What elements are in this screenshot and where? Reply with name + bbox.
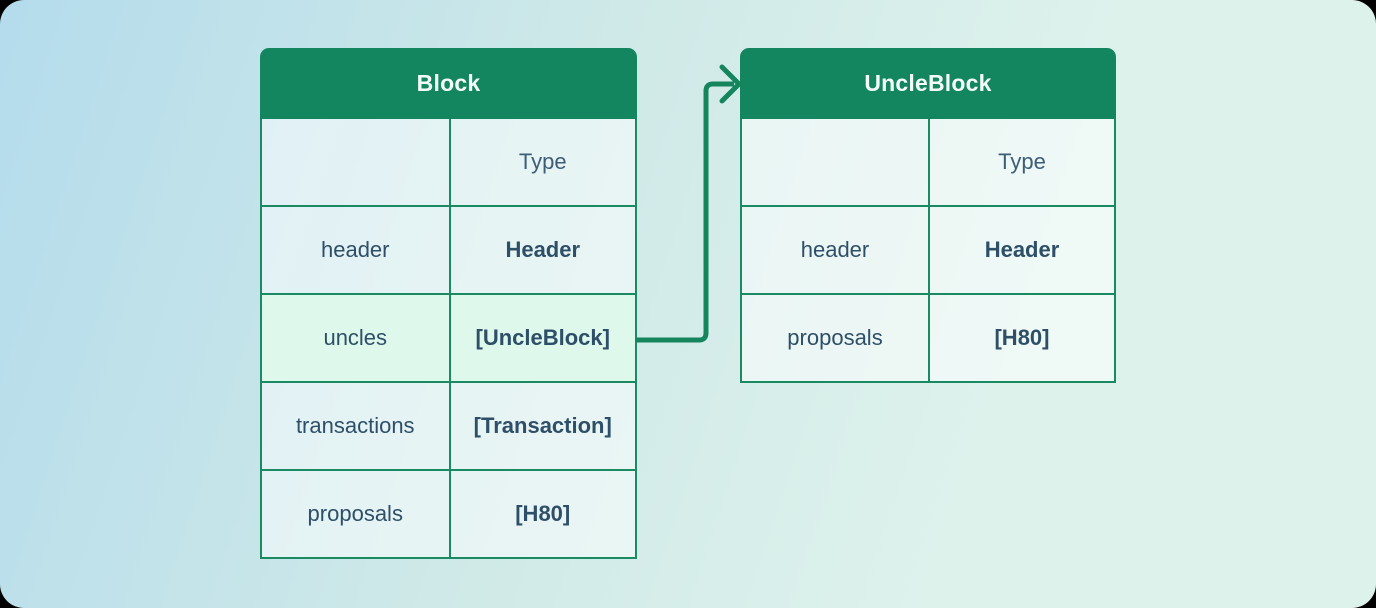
- field-name-cell: proposals: [742, 295, 928, 381]
- type-column-header-cell: Type: [928, 119, 1114, 205]
- table-row-header-field: header Header: [742, 205, 1114, 293]
- name-column-header-cell: [262, 119, 449, 205]
- table-uncleblock-title: UncleBlock: [740, 48, 1116, 119]
- field-type-cell: Header: [448, 207, 635, 293]
- field-name-cell: proposals: [262, 471, 449, 557]
- table-block: Block Type header Header uncles [UncleBl…: [260, 48, 637, 559]
- table-row-header-field: header Header: [262, 205, 635, 293]
- field-type-cell: [UncleBlock]: [448, 295, 635, 381]
- table-uncleblock-body: Type header Header proposals [H80]: [740, 119, 1116, 383]
- table-row-proposals-field: proposals [H80]: [262, 469, 635, 557]
- table-row-transactions-field: transactions [Transaction]: [262, 381, 635, 469]
- field-name-cell: uncles: [262, 295, 449, 381]
- name-column-header-cell: [742, 119, 928, 205]
- field-type-cell: [H80]: [448, 471, 635, 557]
- field-type-cell: Header: [928, 207, 1114, 293]
- field-type-cell: [Transaction]: [448, 383, 635, 469]
- field-name-cell: transactions: [262, 383, 449, 469]
- table-uncleblock: UncleBlock Type header Header proposals …: [740, 48, 1116, 383]
- type-column-header-cell: Type: [448, 119, 635, 205]
- field-name-cell: header: [742, 207, 928, 293]
- table-row-column-headers: Type: [262, 119, 635, 205]
- table-block-title: Block: [260, 48, 637, 119]
- table-block-body: Type header Header uncles [UncleBlock] t…: [260, 119, 637, 559]
- table-row-column-headers: Type: [742, 119, 1114, 205]
- table-row-uncles-field: uncles [UncleBlock]: [262, 293, 635, 381]
- field-name-cell: header: [262, 207, 449, 293]
- table-row-proposals-field: proposals [H80]: [742, 293, 1114, 381]
- field-type-cell: [H80]: [928, 295, 1114, 381]
